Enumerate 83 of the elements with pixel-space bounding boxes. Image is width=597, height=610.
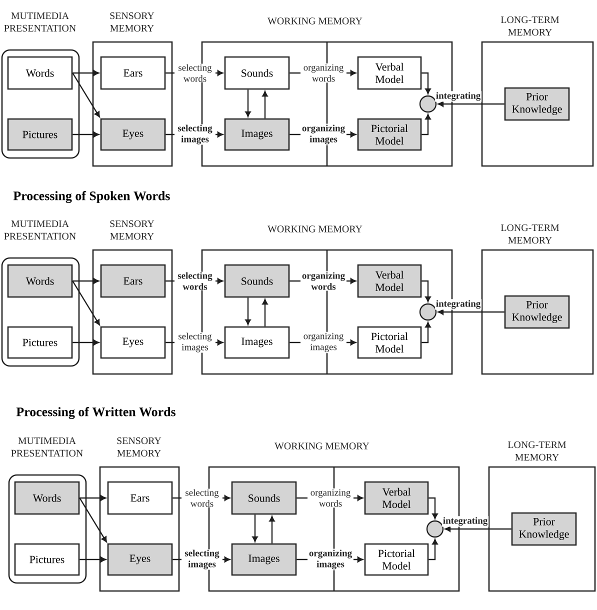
node-label: LONG-TERM MEMORY <box>500 224 560 244</box>
node-label: MUTIMEDIA PRESENTATION <box>11 437 83 457</box>
process-box: Ears <box>100 264 166 298</box>
arrow <box>262 298 268 326</box>
node-label: SENSORY MEMORY <box>110 220 154 240</box>
process-box: Eyes <box>100 118 166 151</box>
panel-title: Processing of Spoken Words <box>13 191 170 203</box>
process-box: Pictures <box>7 326 73 359</box>
edge-label: integrating <box>434 299 482 310</box>
process-box: Verbal Model <box>364 481 429 515</box>
process-box: Pictorial Model <box>364 543 429 576</box>
process-box: Ears <box>100 56 166 90</box>
process-box: Words <box>7 264 73 298</box>
process-box: Sounds <box>231 481 297 515</box>
junction-circle <box>419 303 437 321</box>
process-box: Words <box>14 481 80 515</box>
arrow <box>428 538 438 560</box>
edge-label: selecting images <box>182 549 222 570</box>
process-box: Sounds <box>224 56 290 90</box>
arrow <box>245 90 251 118</box>
node-label: SENSORY MEMORY <box>117 437 162 457</box>
process-box: Pictorial Model <box>357 118 422 151</box>
arrow <box>80 495 106 501</box>
process-box: Images <box>224 326 290 359</box>
process-box: Ears <box>107 481 173 515</box>
arrow <box>438 309 504 315</box>
arrow <box>422 280 431 302</box>
junction-circle <box>419 95 437 113</box>
edge-label: selecting words <box>182 488 222 508</box>
arrow <box>72 70 100 76</box>
arrow <box>269 516 275 544</box>
process-box: Eyes <box>100 326 166 359</box>
arrow <box>262 90 268 118</box>
process-box: Pictures <box>14 543 80 576</box>
panel-title: Processing of Written Words <box>16 407 176 419</box>
arrow <box>444 526 512 532</box>
edge-label: organizing images <box>308 548 354 570</box>
arrow <box>72 72 100 118</box>
edge-label: organizing images <box>300 332 346 354</box>
process-box: Images <box>224 118 290 151</box>
process-box: Pictorial Model <box>357 326 422 359</box>
edge-label: organizing words <box>300 271 346 291</box>
process-box: Images <box>231 543 297 576</box>
node-label: WORKING MEMORY <box>268 226 362 232</box>
process-box: Prior Knowledge <box>511 512 577 546</box>
arrow <box>72 278 100 284</box>
process-box: Prior Knowledge <box>504 87 570 121</box>
edge-label: integrating <box>434 91 482 102</box>
arrow <box>438 101 504 107</box>
node-label: WORKING MEMORY <box>268 18 362 24</box>
arrow <box>422 322 431 344</box>
process-box: Eyes <box>107 543 173 576</box>
process-box: Prior Knowledge <box>504 295 570 329</box>
arrow <box>72 280 100 326</box>
edge-label: organizing words <box>308 488 354 508</box>
node-label: LONG-TERM MEMORY <box>500 16 560 36</box>
process-box: Pictures <box>7 118 73 151</box>
edge-label: organizing words <box>300 63 346 83</box>
arrow <box>79 498 107 542</box>
edge-label: selecting words <box>174 272 216 290</box>
process-box: Verbal Model <box>357 264 422 298</box>
process-box: Sounds <box>224 264 290 298</box>
arrow <box>72 132 100 138</box>
arrow <box>422 114 431 136</box>
node-label: LONG-TERM MEMORY <box>508 441 566 461</box>
node-label: MUTIMEDIA PRESENTATION <box>4 220 76 240</box>
arrow <box>80 556 106 562</box>
process-box: Words <box>7 56 73 90</box>
arrow <box>422 72 431 94</box>
node-label: SENSORY MEMORY <box>110 12 154 32</box>
node-label: WORKING MEMORY <box>274 442 370 450</box>
arrow <box>245 298 251 326</box>
process-box: Verbal Model <box>357 56 422 90</box>
edge-label: selecting images <box>174 124 216 145</box>
junction-circle <box>426 520 444 538</box>
arrow <box>72 340 100 346</box>
edge-label: organizing images <box>300 124 346 146</box>
node-label: MUTIMEDIA PRESENTATION <box>4 12 76 32</box>
arrow <box>252 514 258 542</box>
edge-label: selecting images <box>174 332 216 353</box>
edge-label: selecting words <box>174 64 216 82</box>
edge-label: integrating <box>442 516 489 527</box>
arrow <box>428 497 438 520</box>
